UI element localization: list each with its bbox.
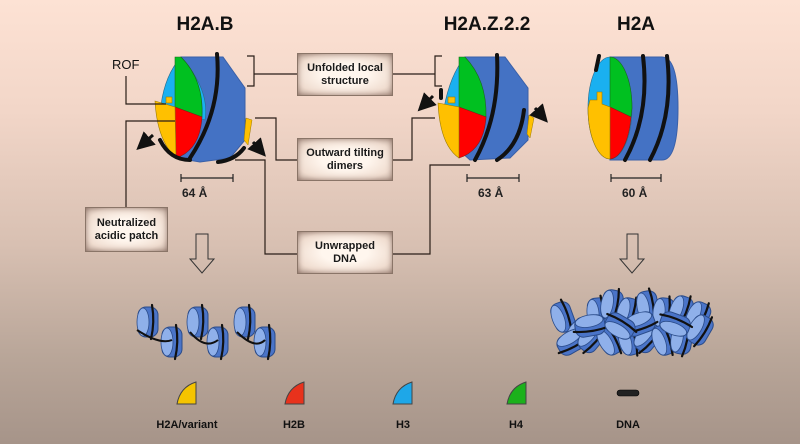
box-text-line: Unwrapped: [315, 239, 375, 252]
legend-label-h4: H4: [508, 419, 524, 431]
mini-nucleosome: [136, 303, 159, 341]
size-label-h2a-b: 64 Å: [182, 186, 208, 200]
box-text-line: structure: [321, 74, 369, 87]
linker-dna: [136, 329, 266, 345]
legend-label-h3: H3: [395, 419, 411, 431]
box-text-line: Unfolded local: [307, 61, 383, 74]
nucleosome-h2a: [587, 54, 679, 162]
histone-wedge-icon: [392, 381, 413, 405]
mini-nucleosome: [233, 303, 256, 341]
title-h2a-b: H2A.B: [176, 14, 234, 35]
histone-wedge-icon: [176, 381, 197, 405]
box-text-line: dimers: [326, 159, 364, 172]
scale-bar-h2a-z-2-2: [466, 174, 520, 182]
box-text-line: acidic patch: [94, 229, 159, 242]
rof-label: ROF: [112, 57, 140, 72]
down-arrow-right: [618, 233, 646, 274]
histone-wedge-icon: [284, 381, 305, 405]
chromatin-fiber-compact: [550, 287, 714, 358]
title-h2a: H2A: [616, 14, 655, 35]
size-label-h2a-z-2-2: 63 Å: [478, 186, 504, 200]
mini-nucleosome: [206, 323, 229, 361]
box-text-line: Outward tilting: [306, 146, 384, 159]
box-text-line: DNA: [333, 252, 357, 265]
mini-nucleosome: [686, 314, 714, 348]
scale-bar-h2a: [610, 174, 662, 182]
connector-lines: [125, 55, 470, 255]
dna-bar-icon: [616, 389, 640, 397]
mini-nucleosome: [572, 314, 609, 338]
legend-label-h2a-variant: H2A/variant: [156, 419, 218, 431]
legend-label-dna: DNA: [616, 419, 640, 431]
legend-icons: [176, 381, 640, 405]
legend-label-h2b: H2B: [282, 419, 305, 431]
mini-nucleosome: [186, 303, 209, 341]
mini-nucleosome: [160, 323, 183, 361]
scale-bar-h2a-b: [180, 174, 234, 182]
chromatin-fiber-open: [136, 303, 276, 361]
box-text-line: Neutralized: [96, 216, 157, 229]
mini-nucleosome: [659, 311, 694, 337]
mini-nucleosome: [253, 323, 276, 361]
nucleosome-h2a-b: [136, 52, 266, 164]
nucleosome-h2a-z-2-2: [417, 53, 548, 162]
histone-wedge-icon: [506, 381, 527, 405]
mini-nucleosome: [604, 312, 638, 340]
title-h2a-z-2-2: H2A.Z.2.2: [443, 14, 531, 35]
size-label-h2a: 60 Å: [622, 186, 648, 200]
down-arrow-left: [188, 233, 216, 274]
